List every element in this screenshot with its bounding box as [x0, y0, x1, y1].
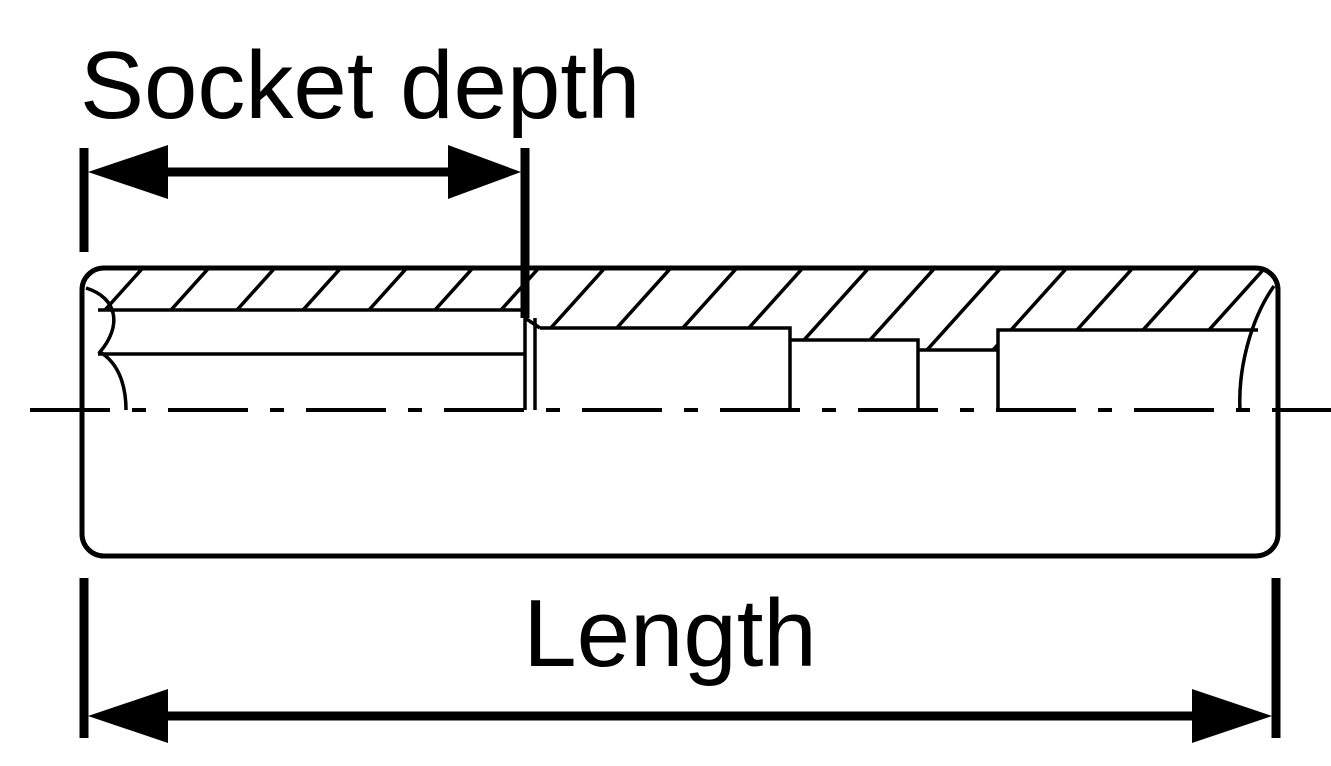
- socket-depth-left-arrowhead: [88, 145, 168, 199]
- length-left-arrowhead: [88, 689, 168, 743]
- hatch-line: [784, 270, 878, 350]
- length-label: Length: [523, 580, 817, 687]
- socket-slope: [524, 316, 541, 330]
- length-dimension: [79, 578, 1281, 743]
- stepped-bore: [540, 326, 1258, 410]
- hatch-line: [586, 270, 680, 350]
- length-right-arrowhead: [1192, 689, 1272, 743]
- socket-depth-dimension: [79, 145, 530, 318]
- hatch-line: [1114, 270, 1208, 350]
- hatch-line: [718, 270, 812, 350]
- left-end-curve: [85, 286, 128, 411]
- hatch-line: [850, 270, 944, 350]
- socket-depth-right-arrowhead: [448, 145, 521, 199]
- hatch-line: [652, 270, 746, 350]
- socket-depth-label: Socket depth: [80, 32, 640, 139]
- hatch-line: [1048, 270, 1142, 350]
- hatch-line: [916, 270, 1010, 350]
- hatch-line: [1314, 260, 1331, 360]
- right-end-curve: [1238, 284, 1276, 411]
